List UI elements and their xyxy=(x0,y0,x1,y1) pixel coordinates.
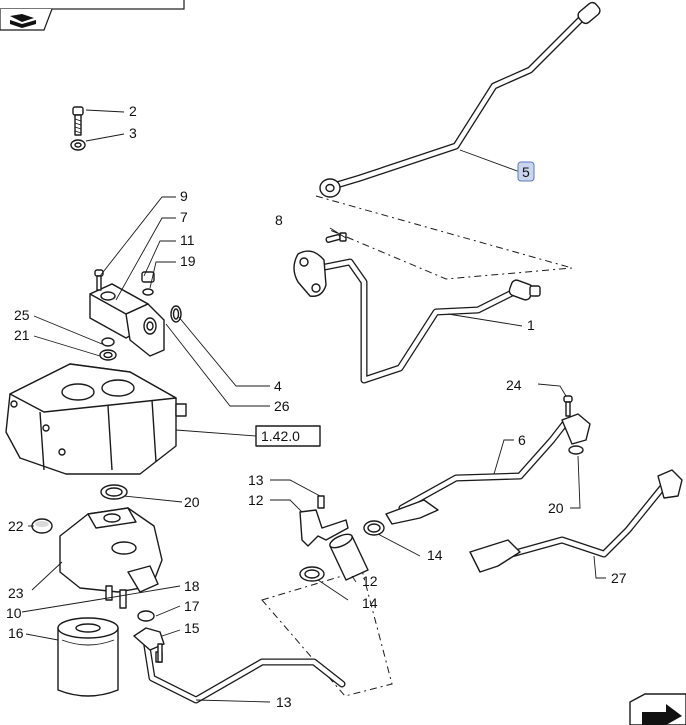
label-7[interactable]: 7 xyxy=(180,209,188,225)
cap-22[interactable] xyxy=(31,518,53,534)
pipe-1[interactable] xyxy=(293,250,541,384)
bolt-2[interactable] xyxy=(72,106,84,136)
label-20-left[interactable]: 20 xyxy=(184,494,200,510)
clamp-14-upper[interactable] xyxy=(363,520,385,536)
hydraulic-pump[interactable] xyxy=(5,363,187,475)
hose-12[interactable] xyxy=(328,532,369,581)
highlight-box xyxy=(517,161,535,182)
label-18[interactable]: 18 xyxy=(184,578,200,594)
pipe-6[interactable] xyxy=(385,413,591,525)
filter-head-23[interactable] xyxy=(59,507,163,593)
label-16[interactable]: 16 xyxy=(8,625,24,641)
reference-box[interactable]: 1.42.0 xyxy=(255,425,321,447)
label-10[interactable]: 10 xyxy=(6,605,22,621)
label-17[interactable]: 17 xyxy=(184,598,200,614)
washer-17[interactable] xyxy=(137,610,155,622)
label-8[interactable]: 8 xyxy=(275,212,283,228)
bolt-8[interactable] xyxy=(325,232,347,243)
label-14-upper[interactable]: 14 xyxy=(427,547,443,563)
label-9[interactable]: 9 xyxy=(180,188,188,204)
washer-25[interactable] xyxy=(101,337,115,347)
label-20-right[interactable]: 20 xyxy=(548,500,564,516)
pipe-5[interactable] xyxy=(319,1,602,198)
label-14-lower[interactable]: 14 xyxy=(362,595,378,611)
label-12-lower[interactable]: 12 xyxy=(362,573,378,589)
filter-16[interactable] xyxy=(57,617,119,697)
label-27[interactable]: 27 xyxy=(611,570,627,586)
label-13-lower[interactable]: 13 xyxy=(276,694,292,710)
washer-20-right[interactable] xyxy=(568,445,584,455)
label-25[interactable]: 25 xyxy=(14,307,30,323)
label-6[interactable]: 6 xyxy=(518,432,526,448)
label-4[interactable]: 4 xyxy=(274,378,282,394)
pin-15[interactable] xyxy=(157,643,163,663)
leader-lines xyxy=(21,109,606,703)
label-5[interactable]: 5 xyxy=(522,164,530,180)
label-24[interactable]: 24 xyxy=(506,377,522,393)
manifold-block[interactable] xyxy=(89,283,165,357)
label-15[interactable]: 15 xyxy=(184,620,200,636)
label-19[interactable]: 19 xyxy=(180,253,196,269)
label-22[interactable]: 22 xyxy=(8,518,24,534)
label-13-upper[interactable]: 13 xyxy=(248,472,264,488)
label-21[interactable]: 21 xyxy=(14,327,30,343)
washer-3[interactable] xyxy=(70,139,86,151)
washer-21[interactable] xyxy=(99,349,117,361)
label-3[interactable]: 3 xyxy=(129,125,137,141)
reference-label: 1.42.0 xyxy=(261,428,300,444)
label-12-upper[interactable]: 12 xyxy=(248,492,264,508)
next-page-arrow-icon[interactable] xyxy=(629,693,686,725)
washer-20-left[interactable] xyxy=(100,484,128,500)
label-23[interactable]: 23 xyxy=(8,585,24,601)
clamp-14-lower[interactable] xyxy=(299,566,325,582)
dash-lines xyxy=(261,195,573,697)
bracket-12[interactable] xyxy=(299,495,349,547)
label-2[interactable]: 2 xyxy=(129,103,137,119)
label-1[interactable]: 1 xyxy=(527,317,535,333)
label-11[interactable]: 11 xyxy=(180,232,195,248)
book-arrow-icon[interactable] xyxy=(10,14,36,28)
callout-labels: 2 3 9 7 11 19 25 21 4 26 20 22 23 18 10 … xyxy=(6,103,627,710)
pipe-27[interactable] xyxy=(469,469,683,573)
seal-26[interactable] xyxy=(170,305,182,323)
bolt-24[interactable] xyxy=(563,395,573,417)
bolt-18[interactable] xyxy=(105,585,127,609)
label-26[interactable]: 26 xyxy=(274,398,290,414)
pipe-13-lower[interactable] xyxy=(133,627,346,704)
